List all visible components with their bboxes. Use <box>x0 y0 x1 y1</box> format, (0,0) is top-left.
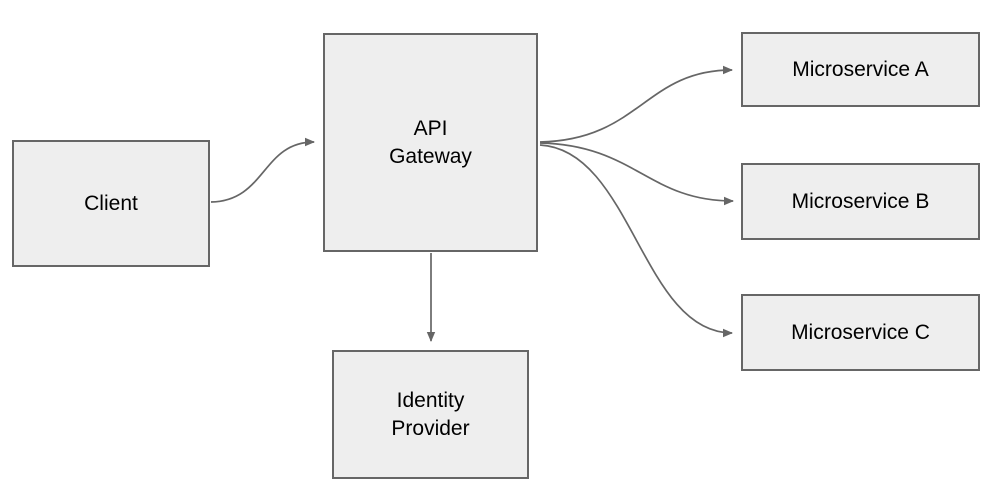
edge-api-gateway-to-microservice-a <box>539 65 733 143</box>
node-microservice-c-label: Microservice C <box>791 320 930 344</box>
node-identity-provider: Identity Provider <box>332 350 529 479</box>
node-identity-provider-label: Identity Provider <box>391 388 470 440</box>
node-microservice-b-label: Microservice B <box>791 189 930 213</box>
node-microservice-a: Microservice A <box>741 32 980 107</box>
node-microservice-a-label: Microservice A <box>792 57 929 81</box>
node-client-label: Client <box>84 191 138 215</box>
node-api-gateway: API Gateway <box>323 33 538 252</box>
edge-api-gateway-to-microservice-b <box>539 142 734 206</box>
edge-client-to-api-gateway <box>210 137 315 203</box>
node-microservice-b: Microservice B <box>741 163 980 240</box>
node-microservice-c: Microservice C <box>741 294 980 371</box>
edge-api-gateway-to-microservice-c <box>539 144 733 338</box>
node-api-gateway-label: API Gateway <box>389 116 472 168</box>
node-client: Client <box>12 140 210 267</box>
